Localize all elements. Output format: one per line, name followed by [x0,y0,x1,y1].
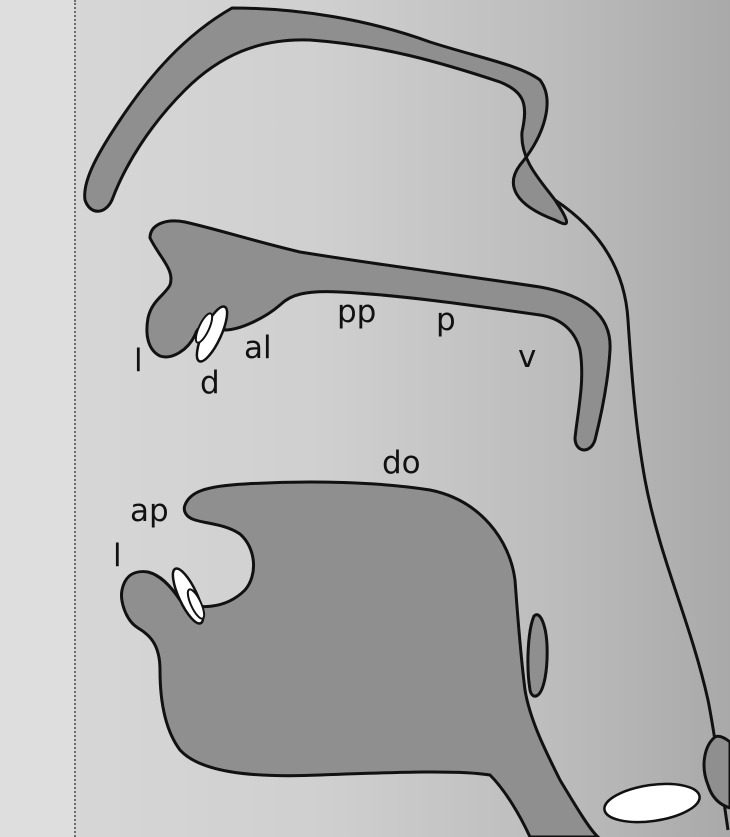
nasal-cavity [85,8,567,224]
label-alveolar: al [244,333,272,364]
label-prepalatal: pp [337,297,376,328]
vocal-fold [602,778,702,827]
label-dorsum: do [382,448,421,479]
label-apex: ap [130,496,169,527]
label-palatal: p [436,305,456,336]
label-lip-lower: l [113,541,122,572]
label-dental: d [200,368,220,399]
pharyngeal-wall [555,200,728,830]
label-velar: v [518,342,536,373]
arytenoid [704,736,730,808]
epiglottis [528,615,547,697]
label-lip-upper: l [134,346,143,377]
